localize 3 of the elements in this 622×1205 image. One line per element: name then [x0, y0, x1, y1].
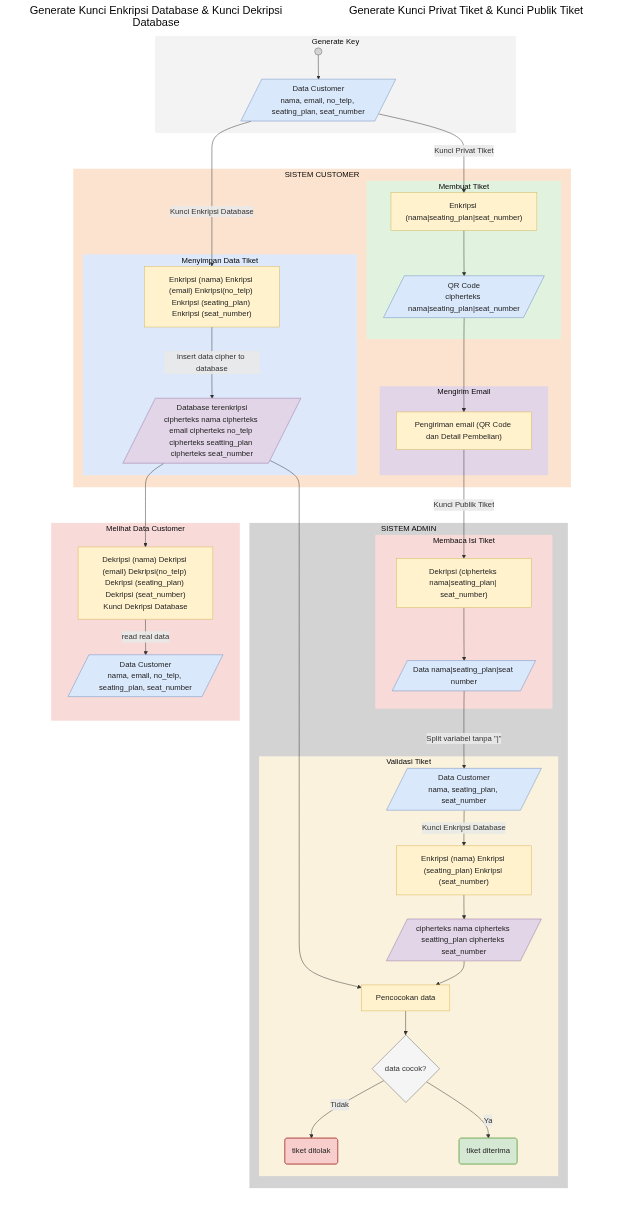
key-note: Generate Kunci Privat Tiket & Kunci Publik Tiket: [347, 4, 585, 18]
key-note: Generate Kunci Enkripsi Database & Kunci Dekripsi Database: [28, 4, 284, 28]
node-circle: [314, 47, 323, 56]
